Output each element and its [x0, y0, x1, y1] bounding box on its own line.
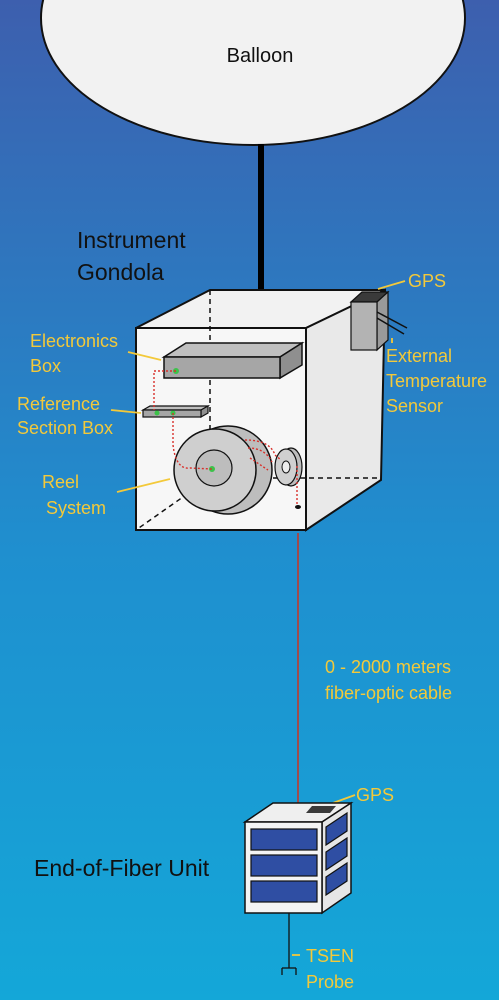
- gps-bottom-label: GPS: [356, 785, 394, 805]
- external-gps-box: [349, 290, 408, 352]
- unit-side-panel-3: [325, 861, 348, 897]
- instrument-label-line1: Instrument: [77, 227, 186, 253]
- end-of-fiber-unit: [242, 801, 354, 915]
- unit-front-panel-3: [250, 880, 318, 903]
- leader-electronics: [127, 351, 162, 361]
- gps-box-front: [350, 301, 378, 351]
- reel-label-line2: System: [46, 498, 106, 518]
- ext-temp-label-line1: External: [386, 346, 452, 366]
- leader-gps-bottom: [332, 794, 356, 804]
- fiber-exit-point: [295, 505, 301, 509]
- ext-temp-label-line2: Temperature: [386, 371, 487, 391]
- unit-side-panel-2: [325, 836, 348, 872]
- electronics-box-top: [161, 342, 305, 358]
- internal-fiber-routing: [153, 370, 298, 505]
- cable-label-line1: 0 - 2000 meters: [325, 657, 451, 677]
- electronics-box: [161, 341, 305, 380]
- leader-lines: [110, 280, 406, 956]
- balloon-label: Balloon: [227, 45, 294, 67]
- electronics-box-front: [163, 356, 281, 379]
- balloon-shape: [40, 0, 466, 146]
- electronics-label-line1: Electronics: [30, 331, 118, 351]
- gps-top-label: GPS: [408, 271, 446, 291]
- temperature-sensor-rod-1: [376, 311, 408, 329]
- end-unit-label: End-of-Fiber Unit: [34, 855, 210, 881]
- reference-connector-1: [154, 410, 160, 416]
- unit-front-panel-2: [250, 854, 318, 877]
- leader-reel: [116, 478, 171, 493]
- instrument-label-line2: Gondola: [77, 259, 164, 285]
- pulley-hub: [281, 460, 291, 474]
- reel-label-line1: Reel: [42, 472, 79, 492]
- fiber-path-reel-to-pulley: [244, 439, 282, 471]
- unit-front-panel-1: [250, 828, 318, 851]
- fiber-path-reference-to-reel: [172, 413, 213, 470]
- reference-label-line2: Section Box: [17, 418, 113, 438]
- tsen-probe: [281, 913, 297, 975]
- leader-reference: [110, 409, 142, 414]
- unit-gps-patch: [306, 806, 336, 813]
- reference-section-box: [140, 404, 211, 419]
- ext-temp-label-line3: Sensor: [386, 396, 443, 416]
- tsen-label-line1: TSEN: [306, 946, 354, 966]
- reel-center-connector: [209, 466, 215, 472]
- temperature-sensor-rod-2: [376, 317, 405, 335]
- leader-gps-top: [377, 280, 406, 290]
- unit-side-panel-1: [325, 811, 348, 847]
- reference-box-top: [140, 405, 211, 411]
- gondola-hidden-edge-3: [135, 477, 211, 531]
- cable-label-line2: fiber-optic cable: [325, 683, 452, 703]
- electronics-label-line2: Box: [30, 356, 61, 376]
- tsen-label-line2: Probe: [306, 972, 354, 992]
- reference-label-line1: Reference: [17, 394, 100, 414]
- fiber-path-electronics-to-reference: [153, 370, 176, 410]
